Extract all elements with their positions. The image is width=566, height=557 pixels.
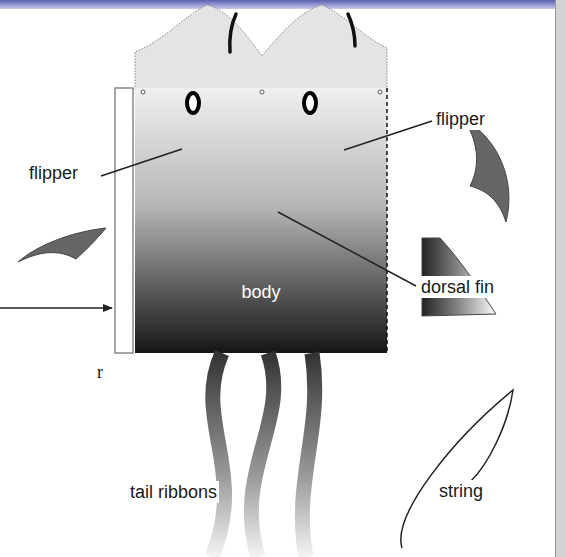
flipper-piece: [463, 118, 509, 222]
body-node: body: [135, 88, 387, 353]
part-name: body: [241, 281, 280, 303]
part-label: dorsal fin: [419, 276, 496, 298]
body-panel: [135, 88, 387, 353]
part-label: string: [437, 480, 485, 502]
hole: [141, 90, 145, 94]
leader-line: [344, 121, 432, 150]
flipper-piece: [18, 228, 106, 262]
part-label: flipper: [27, 162, 80, 184]
glue-tab: [115, 88, 133, 353]
tail-ribbon: [302, 353, 314, 557]
side-bar-edge: [555, 0, 556, 557]
side-bar: [555, 0, 566, 557]
ears: [135, 5, 387, 90]
part-label: tail ribbons: [128, 481, 219, 503]
header-bar: [0, 0, 566, 9]
ear-mark: [348, 14, 355, 46]
ear-mark: [230, 14, 236, 52]
eye: [187, 93, 199, 113]
tail-ribbon: [251, 353, 273, 557]
pointer-arrow: [0, 307, 112, 309]
hole: [260, 90, 264, 94]
leader-line: [101, 149, 182, 176]
eye: [304, 93, 316, 113]
fold-line: [386, 88, 388, 353]
hole: [378, 90, 382, 94]
string-loop: [401, 390, 513, 548]
tail-ribbon: [212, 353, 225, 557]
part-label: r: [95, 361, 105, 383]
part-label: flipper: [434, 108, 487, 130]
leader-line: [278, 212, 416, 286]
